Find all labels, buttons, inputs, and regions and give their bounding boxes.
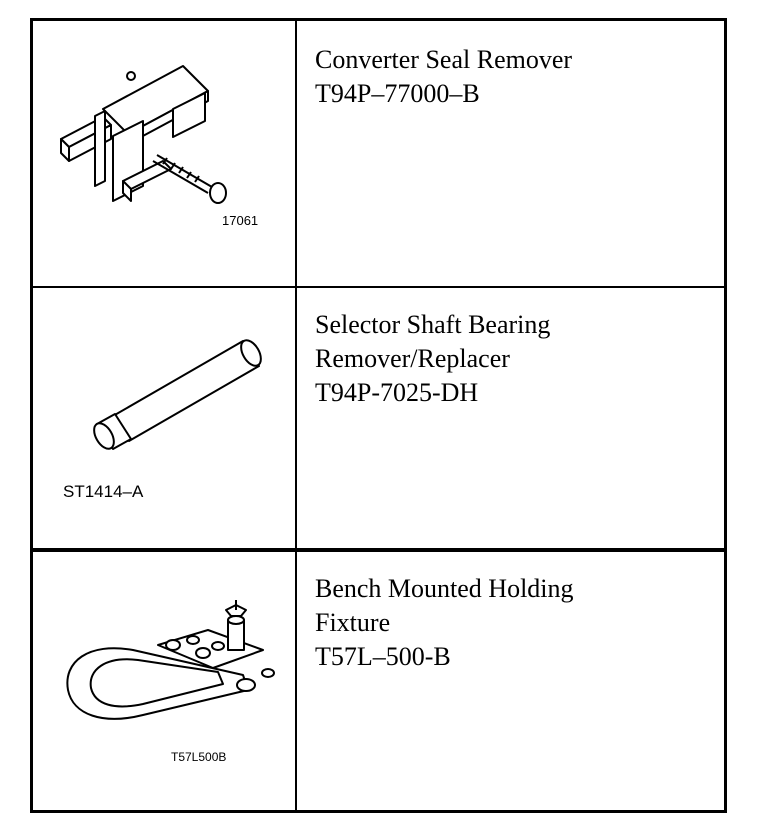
figure-id-label: ST1414–A <box>63 482 144 501</box>
converter-seal-remover-icon <box>60 65 227 204</box>
holding-fixture-icon <box>66 600 275 720</box>
tool-image-cell: ST1414–A <box>33 286 295 550</box>
tool-description-cell: Converter Seal Remover T94P–77000–B <box>297 21 724 286</box>
special-tools-table: 17061 Converter Seal Remover T94P–77000–… <box>30 18 727 813</box>
tool-number-line: T94P–77000–B <box>315 79 480 108</box>
tool-name-line: Selector Shaft Bearing <box>315 310 551 339</box>
tool-row: ST1414–A Selector Shaft Bearing Remover/… <box>33 286 724 550</box>
tool-number-line: T94P-7025-DH <box>315 378 479 407</box>
tool-image-cell: 17061 <box>33 21 295 286</box>
tool-description-cell: Bench Mounted Holding Fixture T57L–500-B <box>297 550 724 813</box>
tool-name-line: Fixture <box>315 608 391 637</box>
figure-id-label: T57L500B <box>171 750 227 764</box>
tool-image-cell: T57L500B <box>33 550 295 813</box>
figure-id-label: 17061 <box>222 213 259 228</box>
tool-row: T57L500B Bench Mounted Holding Fixture T… <box>33 550 724 813</box>
tool-name-line: Bench Mounted Holding <box>315 574 574 603</box>
tool-number-line: T57L–500-B <box>315 642 451 671</box>
tool-row: 17061 Converter Seal Remover T94P–77000–… <box>33 21 724 286</box>
tool-description-cell: Selector Shaft Bearing Remover/Replacer … <box>297 286 724 550</box>
selector-shaft-bearing-tool-icon <box>93 339 262 450</box>
tool-name-line: Converter Seal Remover <box>315 45 573 74</box>
tool-name-line: Remover/Replacer <box>315 344 510 373</box>
